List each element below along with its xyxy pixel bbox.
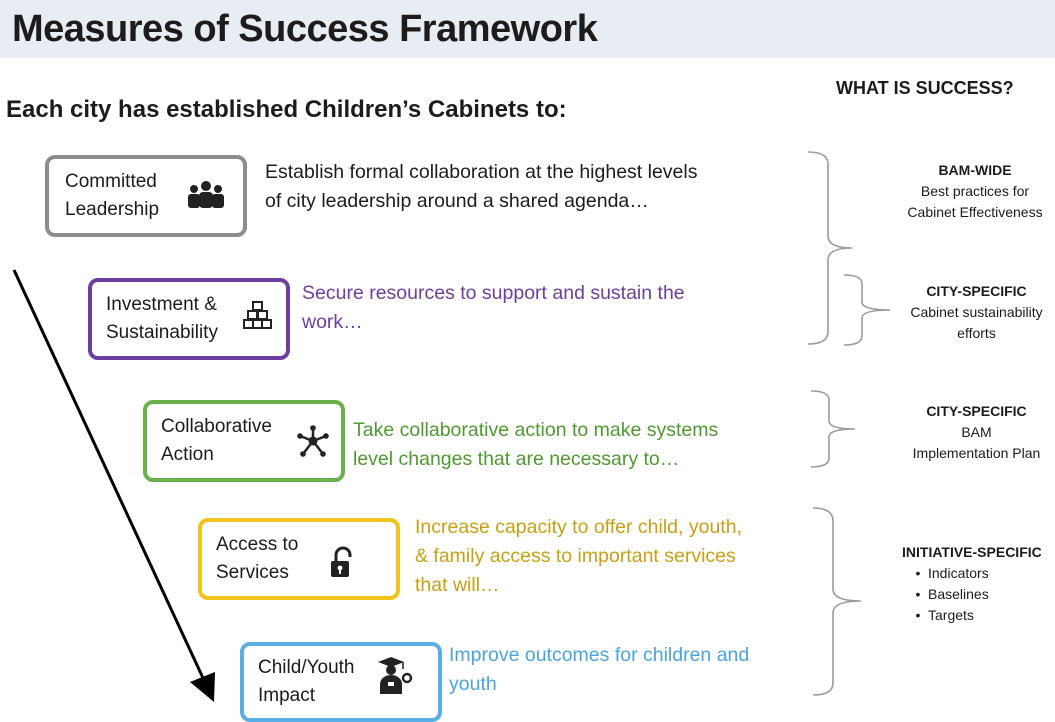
success-measure-bullets: Indicators Baselines Targets bbox=[900, 563, 1055, 626]
description-line: that will… bbox=[415, 574, 500, 596]
bullet-item: Indicators bbox=[908, 563, 1055, 584]
description-line: Increase capacity to offer child, youth, bbox=[415, 516, 742, 538]
description-line: Secure resources to support and sustain … bbox=[302, 282, 685, 304]
description-line: & family access to important services bbox=[415, 545, 736, 567]
title-bar bbox=[0, 0, 1055, 58]
subtitle: Each city has established Children’s Cab… bbox=[6, 96, 567, 123]
success-measure-heading: CITY-SPECIFIC bbox=[926, 283, 1027, 299]
success-measure-line: BAM bbox=[961, 424, 992, 440]
success-measure-line: Best practices for bbox=[920, 183, 1030, 199]
bullet-item: Baselines bbox=[908, 584, 1055, 605]
stage-label: Committed Leadership bbox=[65, 171, 160, 220]
description-line: level changes that are necessary to… bbox=[353, 448, 680, 470]
success-measure-city-bam: CITY-SPECIFIC BAM Implementation Plan bbox=[898, 401, 1055, 464]
brace-initiative-specific bbox=[812, 507, 862, 696]
success-measure-city-sustainability: CITY-SPECIFIC Cabinet sustainability eff… bbox=[898, 281, 1055, 344]
stacked-blocks-icon bbox=[243, 300, 273, 330]
stage-label: Collaborative Action bbox=[161, 416, 272, 465]
stage-label: Child/Youth Impact bbox=[258, 657, 355, 706]
brace-city-bam bbox=[810, 390, 856, 468]
graduate-icon bbox=[377, 656, 413, 696]
description-line: Take collaborative action to make system… bbox=[353, 419, 719, 441]
stage-description: Improve outcomes for children and youth bbox=[449, 641, 749, 699]
success-heading: WHAT IS SUCCESS? bbox=[836, 78, 1014, 98]
brace-city-sustainability bbox=[843, 274, 891, 346]
success-measure-heading: BAM-WIDE bbox=[938, 162, 1012, 178]
description-line: Improve outcomes for children and bbox=[449, 644, 750, 666]
bullet-item: Targets bbox=[908, 605, 1055, 626]
unlocked-padlock-icon bbox=[328, 546, 356, 580]
stage-label: Investment & Sustainability bbox=[106, 294, 218, 343]
description-line: of city leadership around a shared agend… bbox=[265, 190, 649, 212]
success-measure-bam-wide: BAM-WIDE Best practices for Cabinet Effe… bbox=[895, 160, 1055, 223]
people-group-icon bbox=[184, 180, 228, 212]
description-line: work… bbox=[302, 311, 363, 333]
network-hub-icon bbox=[296, 424, 330, 458]
success-measure-line: Implementation Plan bbox=[912, 445, 1041, 461]
success-measure-line: Cabinet Effectiveness bbox=[907, 204, 1043, 220]
stage-box-child-youth-impact: Child/Youth Impact bbox=[240, 642, 442, 722]
success-measure-line: Cabinet sustainability bbox=[910, 304, 1043, 320]
stage-box-access-to-services: Access to Services bbox=[198, 518, 400, 600]
page-title: Measures of Success Framework bbox=[12, 8, 598, 50]
stage-description: Establish formal collaboration at the hi… bbox=[265, 158, 698, 216]
success-measure-heading: INITIATIVE-SPECIFIC bbox=[902, 544, 1042, 560]
stage-label: Access to Services bbox=[216, 534, 299, 583]
brace-bam-wide bbox=[807, 151, 853, 345]
success-measure-line: efforts bbox=[957, 325, 996, 341]
success-measure-initiative-specific: INITIATIVE-SPECIFIC Indicators Baselines… bbox=[900, 542, 1055, 626]
stage-description: Secure resources to support and sustain … bbox=[302, 279, 685, 337]
success-measure-heading: CITY-SPECIFIC bbox=[926, 403, 1027, 419]
stage-description: Take collaborative action to make system… bbox=[353, 416, 718, 474]
description-line: youth bbox=[449, 673, 497, 695]
description-line: Establish formal collaboration at the hi… bbox=[265, 161, 698, 183]
stage-description: Increase capacity to offer child, youth,… bbox=[415, 513, 742, 600]
